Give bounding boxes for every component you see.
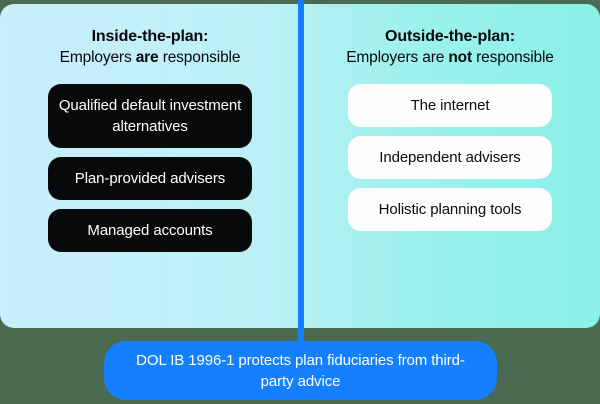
- right-panel-heading-suffix: responsible: [472, 49, 554, 66]
- right-panel-heading-title: Outside-the-plan:: [385, 28, 515, 45]
- right-panel-heading-emphasis: not: [448, 49, 472, 66]
- left-panel-heading-suffix: responsible: [158, 49, 241, 66]
- vertical-divider: [298, 0, 304, 349]
- footer-banner: DOL IB 1996-1 protects plan fiduciaries …: [104, 341, 497, 400]
- right-panel-heading: Outside-the-plan: Employers are not resp…: [346, 26, 554, 68]
- left-panel-heading-prefix: Employers: [59, 49, 136, 66]
- panel-inside-the-plan: Inside-the-plan: Employers are responsib…: [0, 4, 300, 328]
- panel-outside-the-plan: Outside-the-plan: Employers are not resp…: [300, 4, 600, 328]
- list-item[interactable]: Holistic planning tools: [348, 188, 552, 231]
- list-item[interactable]: Plan-provided advisers: [48, 157, 252, 200]
- right-panel-heading-prefix: Employers are: [346, 49, 449, 66]
- left-panel-heading-title: Inside-the-plan:: [91, 28, 209, 45]
- list-item[interactable]: Independent advisers: [348, 136, 552, 179]
- right-panel-item-list: The internet Independent advisers Holist…: [348, 84, 552, 231]
- list-item[interactable]: The internet: [348, 84, 552, 127]
- list-item[interactable]: Managed accounts: [48, 209, 252, 252]
- left-panel-heading-emphasis: are: [135, 49, 159, 66]
- left-panel-item-list: Qualified default investment alternative…: [48, 84, 252, 252]
- list-item[interactable]: Qualified default investment alternative…: [48, 84, 252, 148]
- left-panel-heading: Inside-the-plan: Employers are responsib…: [60, 26, 241, 68]
